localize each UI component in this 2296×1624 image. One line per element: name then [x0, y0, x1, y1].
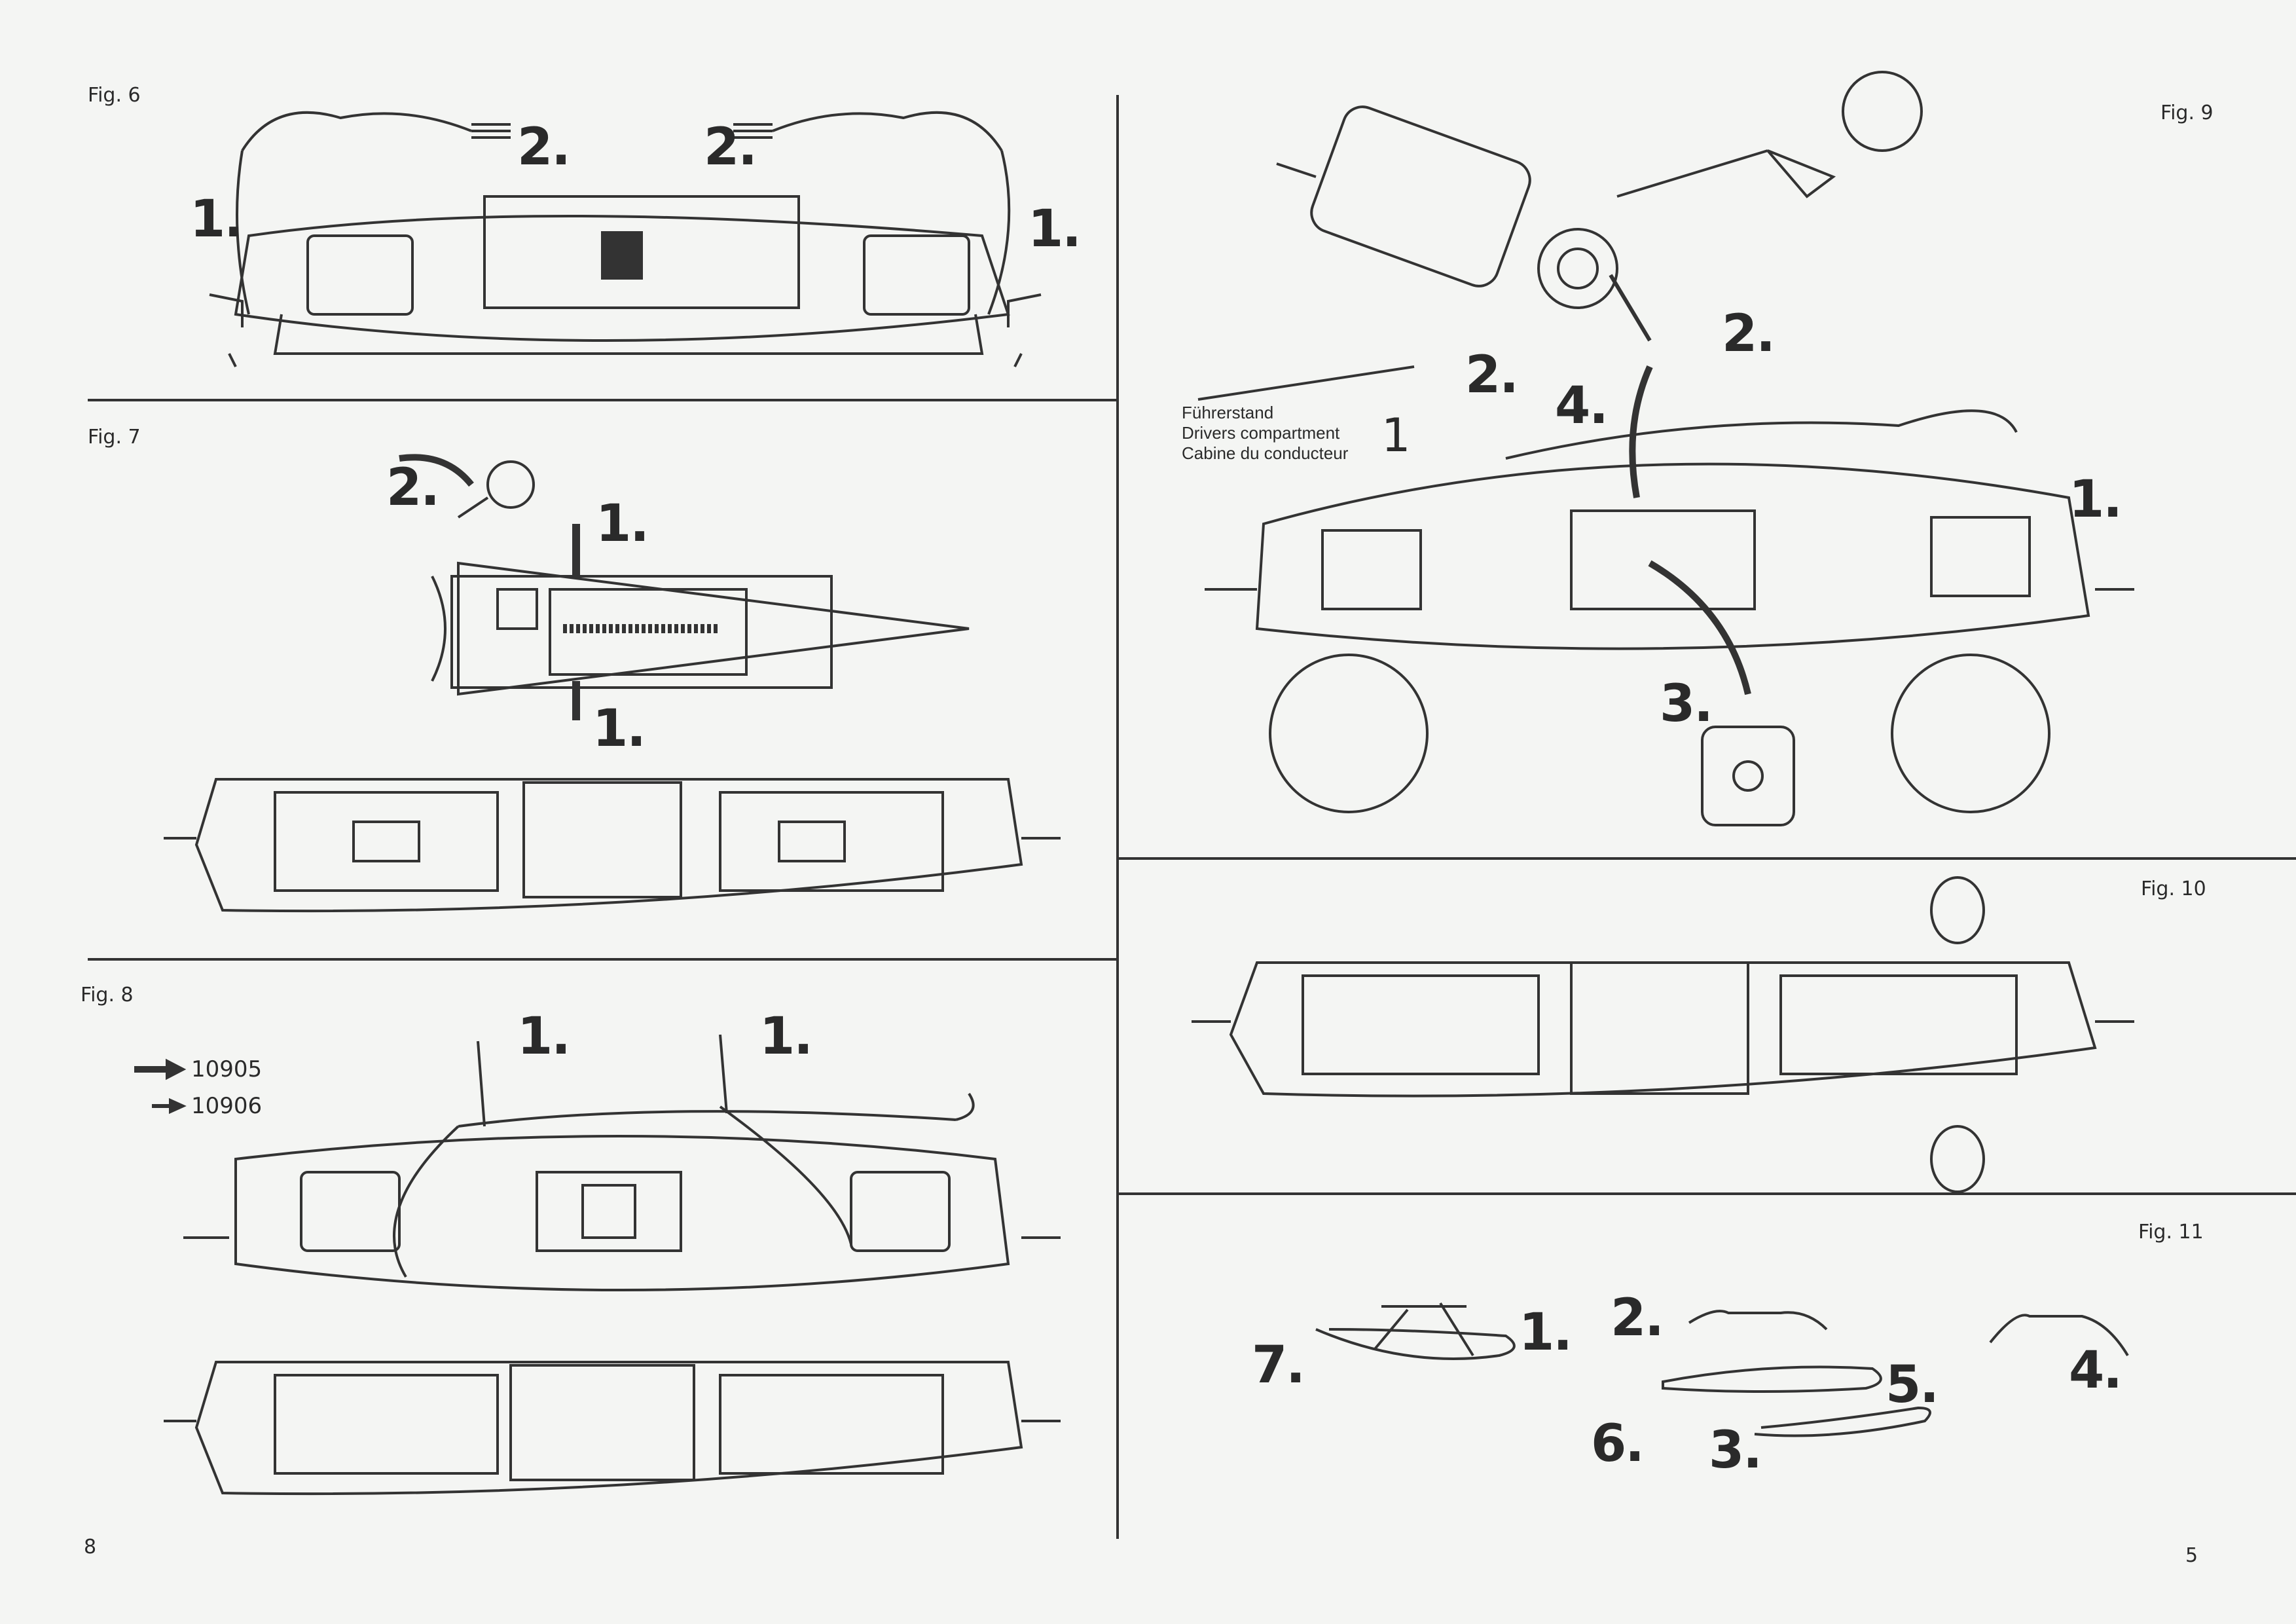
traction-tire-top	[1930, 876, 1985, 944]
callout-line-fr: Cabine du conducteur	[1182, 443, 1349, 463]
fig6-chassis-drawing	[209, 111, 1042, 367]
fig6-step-2-right: 2.	[704, 118, 757, 177]
fig11-step-4: 4.	[2069, 1341, 2123, 1400]
fig6-label: Fig. 6	[88, 84, 141, 107]
page-number-left: 8	[84, 1536, 97, 1559]
fig11-step-3: 3.	[1709, 1421, 1762, 1480]
fig7-label: Fig. 7	[88, 426, 141, 449]
fig8-step-1-right: 1.	[759, 1007, 813, 1066]
legend-10905: 10905	[191, 1056, 263, 1082]
fig11-step-1: 1.	[1519, 1303, 1573, 1362]
fig11-label: Fig. 11	[2138, 1221, 2204, 1244]
fig9-step-2-left: 2.	[1465, 346, 1519, 405]
fig9-motor-drawing	[1197, 105, 1836, 401]
fig6-step-2-left: 2.	[517, 118, 571, 177]
callout-line-de: Führerstand	[1182, 403, 1274, 422]
fig7-step-1-bottom: 1.	[592, 699, 646, 758]
fig6-step-1-right: 1.	[1028, 200, 1082, 259]
legend-10906: 10906	[191, 1093, 263, 1119]
fig11-step-7: 7.	[1252, 1336, 1305, 1395]
fig6-step-1-left: 1.	[190, 190, 244, 249]
fig10-underside-drawing	[1192, 876, 2134, 1193]
fig10-label: Fig. 10	[2141, 877, 2206, 900]
fig11-step-6: 6.	[1591, 1414, 1645, 1473]
drivers-compartment-callout: Führerstand Drivers compartment Cabine d…	[1182, 403, 1348, 464]
fig7-gear-drawing	[399, 454, 970, 720]
fig9-step-1: 1.	[2069, 470, 2123, 529]
callout-number: 1	[1381, 409, 1411, 462]
fig7-underside-drawing	[164, 778, 1061, 913]
fig8-legend-arrows	[134, 1058, 187, 1115]
fig7-step-2: 2.	[386, 458, 440, 517]
callout-line-en: Drivers compartment	[1182, 423, 1340, 443]
page-number-right: 5	[2185, 1544, 2198, 1567]
fig9-step-2-right: 2.	[1722, 304, 1776, 363]
fig8-step-1-left: 1.	[517, 1007, 571, 1066]
fig9-step-3: 3.	[1660, 674, 1713, 733]
traction-tire-bottom	[1930, 1125, 1985, 1193]
fig11-step-2: 2.	[1611, 1289, 1664, 1348]
fig9-step-4: 4.	[1555, 377, 1609, 435]
fig11-pantograph-drawing	[1315, 1302, 2129, 1437]
fig8-underside-drawing	[164, 1361, 1061, 1496]
fig8-chassis-drawing	[183, 1034, 1061, 1291]
fig9-chassis-drawing	[1205, 71, 2134, 826]
fig11-step-5: 5.	[1886, 1356, 1939, 1414]
fig9-label: Fig. 9	[2160, 101, 2214, 124]
fig7-step-1-top: 1.	[596, 494, 649, 553]
fig8-label: Fig. 8	[81, 984, 134, 1006]
